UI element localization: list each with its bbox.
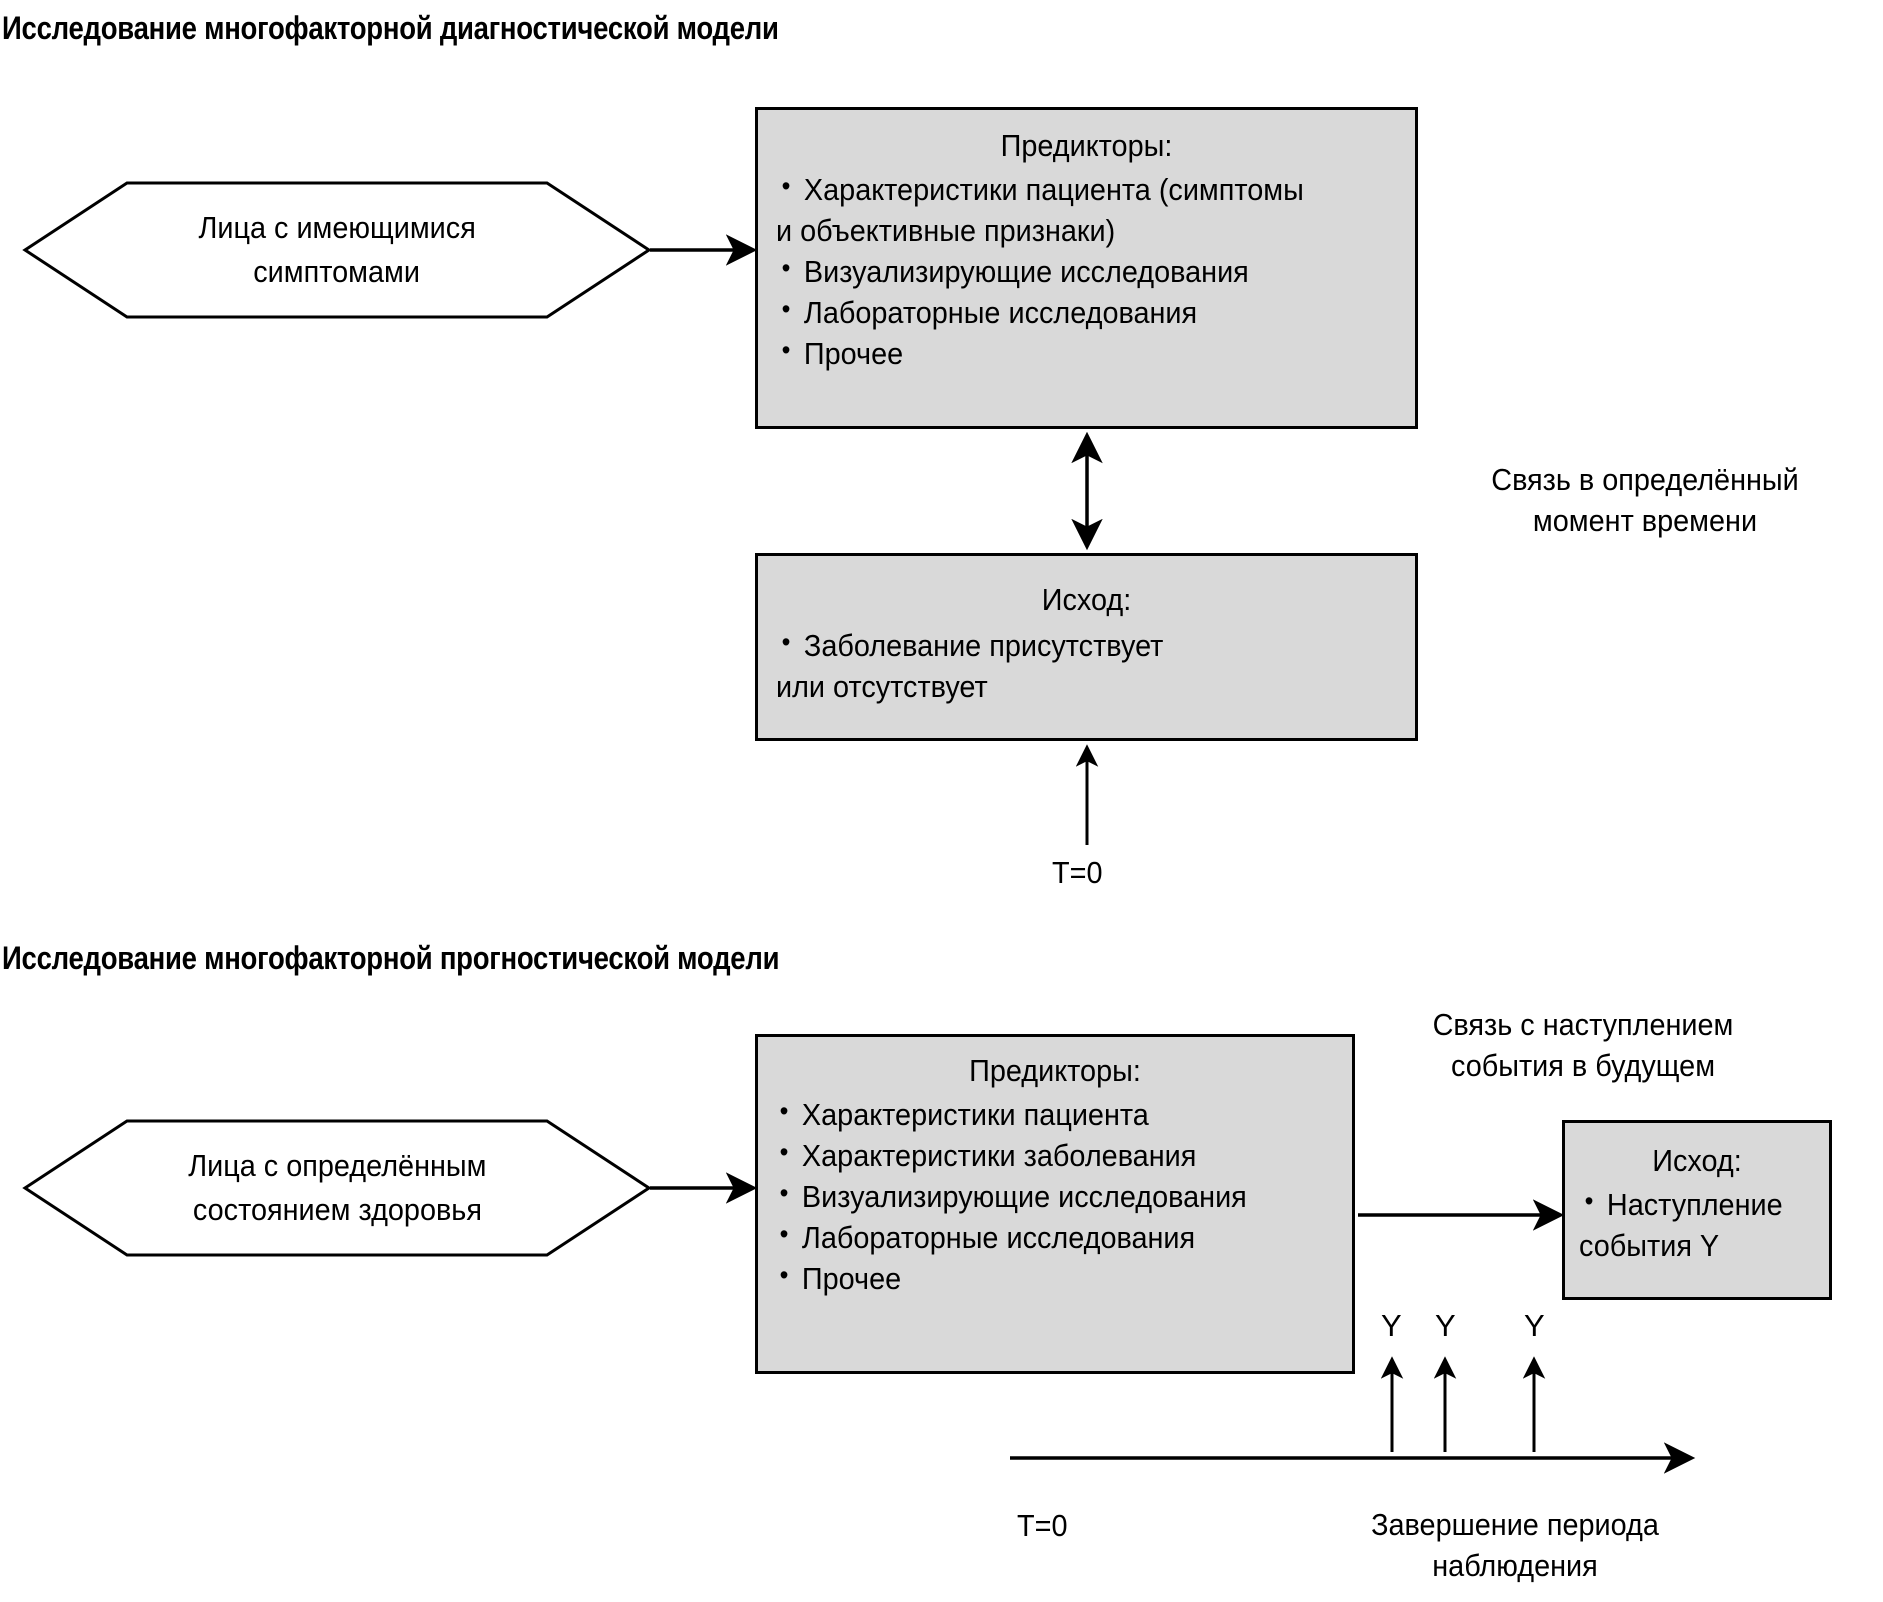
population-line-2: симптомами bbox=[253, 254, 421, 289]
follow-up-end-label: Завершение периода наблюдения bbox=[1325, 1505, 1705, 1587]
predictors-list: Характеристики пациента Характеристики з… bbox=[774, 1094, 1336, 1300]
event-marker-y-3: Y bbox=[1524, 1308, 1545, 1343]
population-line-1: Лица с определённым bbox=[187, 1147, 487, 1183]
predictors-item: Визуализирующие исследования bbox=[776, 251, 1354, 293]
section-title-diagnostic: Исследование многофакторной диагностичес… bbox=[2, 10, 779, 46]
hexagon-shape bbox=[22, 1119, 652, 1257]
population-hexagon-prognostic: Лица с определённым состоянием здоровья bbox=[22, 1118, 652, 1258]
outcome-item-text-cont: или отсутствует bbox=[776, 669, 988, 705]
predictors-list: Характеристики пациента (симптомы и объе… bbox=[776, 169, 1397, 375]
predictors-item: Лабораторные исследования bbox=[776, 292, 1354, 334]
association-label-prognostic: Связь с наступлением события в будущем bbox=[1388, 1005, 1778, 1087]
outcome-item: Наступление события Y bbox=[1579, 1184, 1798, 1267]
association-label-diagnostic: Связь в определённый момент времени bbox=[1455, 460, 1835, 542]
population-hexagon-label: Лица с имеющимися симптомами bbox=[22, 180, 652, 320]
outcome-item-text: Наступление bbox=[1606, 1187, 1783, 1223]
predictors-box-prognostic: Предикторы: Характеристики пациента Хара… bbox=[755, 1034, 1355, 1374]
predictors-item: Характеристики заболевания bbox=[774, 1135, 1297, 1177]
predictors-item: Визуализирующие исследования bbox=[774, 1176, 1297, 1218]
hexagon-shape bbox=[22, 181, 652, 319]
predictors-item: Характеристики пациента bbox=[774, 1094, 1297, 1136]
outcome-list: Заболевание присутствует или отсутствует bbox=[776, 625, 1397, 708]
outcome-item: Заболевание присутствует или отсутствует bbox=[776, 625, 1354, 708]
predictors-item-text-cont: и объективные признаки) bbox=[776, 213, 1116, 249]
outcome-box-diagnostic: Исход: Заболевание присутствует или отсу… bbox=[755, 553, 1418, 741]
time-zero-label-prognostic: T=0 bbox=[1017, 1508, 1068, 1543]
population-hexagon-label: Лица с определённым состоянием здоровья bbox=[22, 1118, 652, 1258]
predictors-item: Прочее bbox=[776, 333, 1354, 375]
population-line-1: Лица с имеющимися bbox=[198, 209, 476, 245]
follow-up-end-line-2: наблюдения bbox=[1432, 1547, 1598, 1583]
predictors-title: Предикторы: bbox=[1000, 128, 1173, 163]
outcome-item-text: Заболевание присутствует bbox=[803, 628, 1164, 664]
association-line-1: Связь в определённый bbox=[1491, 462, 1799, 497]
predictors-item-text: Характеристики пациента (симптомы bbox=[803, 172, 1304, 208]
outcome-title: Исход: bbox=[1041, 582, 1132, 617]
predictors-item: Прочее bbox=[774, 1258, 1297, 1300]
outcome-title: Исход: bbox=[1652, 1143, 1742, 1178]
section-title-prognostic: Исследование многофакторной прогностичес… bbox=[2, 940, 780, 976]
predictors-title: Предикторы: bbox=[969, 1053, 1141, 1088]
event-marker-y-1: Y bbox=[1381, 1308, 1402, 1343]
time-zero-label-diagnostic: T=0 bbox=[1052, 855, 1103, 890]
association-line-2: момент времени bbox=[1532, 502, 1758, 538]
association-line-1: Связь с наступлением bbox=[1432, 1007, 1734, 1042]
predictors-item: Лабораторные исследования bbox=[774, 1217, 1297, 1259]
follow-up-end-line-1: Завершение периода bbox=[1371, 1507, 1659, 1542]
association-line-2: события в будущем bbox=[1450, 1047, 1716, 1083]
event-marker-y-2: Y bbox=[1435, 1308, 1456, 1343]
population-hexagon-diagnostic: Лица с имеющимися симптомами bbox=[22, 180, 652, 320]
population-line-2: состоянием здоровья bbox=[192, 1192, 482, 1227]
outcome-list: Наступление события Y bbox=[1579, 1184, 1815, 1267]
outcome-item-text-cont: события Y bbox=[1579, 1228, 1720, 1264]
predictors-item: Характеристики пациента (симптомы и объе… bbox=[776, 169, 1354, 252]
predictors-box-diagnostic: Предикторы: Характеристики пациента (сим… bbox=[755, 107, 1418, 429]
outcome-box-prognostic: Исход: Наступление события Y bbox=[1562, 1120, 1832, 1300]
